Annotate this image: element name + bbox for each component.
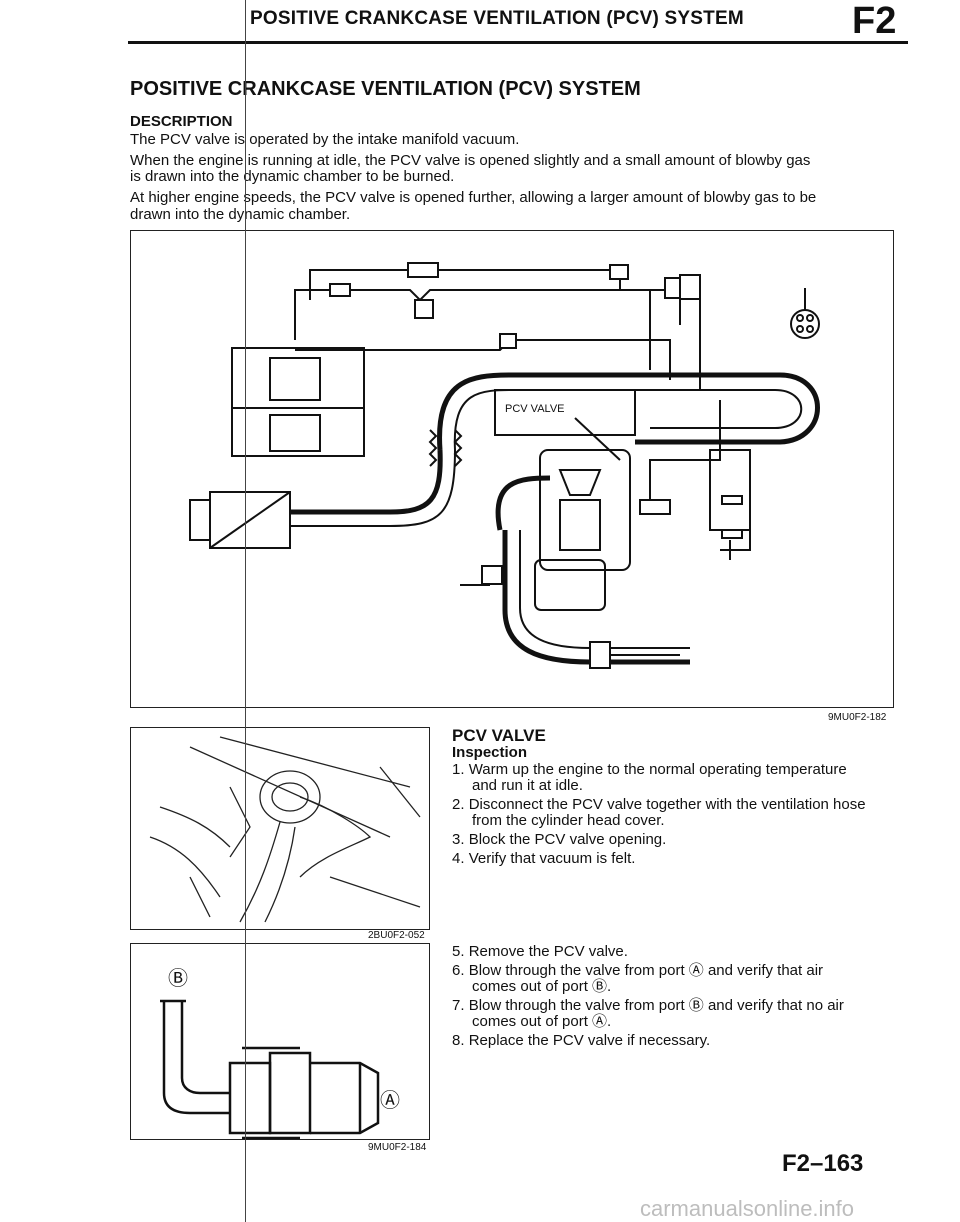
photo-figure-code: 2BU0F2-052: [368, 930, 425, 941]
description-line-4: At higher engine speeds, the PCV valve i…: [130, 189, 817, 206]
inspection-steps-1: 1. Warm up the engine to the normal oper…: [452, 762, 912, 867]
page-number: F2–163: [782, 1150, 864, 1177]
step-7-cont: comes out of port Ⓐ.: [472, 1013, 612, 1030]
running-header-title: POSITIVE CRANKCASE VENTILATION (PCV) SYS…: [250, 8, 744, 29]
port-a-label: Ⓐ: [380, 1088, 400, 1112]
valve-figure-code: 9MU0F2-184: [368, 1142, 427, 1153]
description-line-2: When the engine is running at idle, the …: [130, 152, 811, 169]
step-6-cont: comes out of port Ⓑ.: [472, 978, 612, 995]
step-1: 1. Warm up the engine to the normal oper…: [452, 761, 847, 778]
valve-diagram-frame: [130, 943, 430, 1140]
step-2: 2. Disconnect the PCV valve together wit…: [452, 796, 866, 813]
step-5: 5. Remove the PCV valve.: [452, 943, 628, 960]
running-header-code: F2: [852, 0, 897, 42]
system-figure-code: 9MU0F2-182: [828, 712, 887, 723]
inspection-heading: Inspection: [452, 744, 528, 761]
description-line-3: is drawn into the dynamic chamber to be …: [130, 168, 455, 185]
watermark: carmanualsonline.info: [640, 1196, 855, 1221]
system-diagram-frame: [130, 230, 894, 708]
step-4: 4. Verify that vacuum is felt.: [452, 850, 636, 867]
step-6: 6. Blow through the valve from port Ⓐ an…: [452, 962, 824, 979]
step-8: 8. Replace the PCV valve if necessary.: [452, 1032, 711, 1049]
header-rule: [128, 41, 908, 44]
pcv-valve-heading: PCV VALVE: [452, 726, 546, 745]
pcv-valve-callout: PCV VALVE: [505, 403, 565, 415]
description-heading: DESCRIPTION: [130, 113, 233, 130]
inspection-steps-2: 5. Remove the PCV valve. 6. Blow through…: [452, 944, 912, 1049]
step-1-cont: and run it at idle.: [472, 777, 583, 794]
description-line-1: The PCV valve is operated by the intake …: [130, 131, 520, 148]
inspection-illustration-frame: [130, 727, 430, 930]
valve-diagram: Ⓑ Ⓐ: [160, 966, 400, 1140]
system-diagram: PCV VALVE: [189, 262, 820, 669]
step-2-cont: from the cylinder head cover.: [472, 812, 665, 829]
port-b-label: Ⓑ: [168, 966, 188, 990]
scan-line: [245, 0, 246, 1222]
inspection-illustration: [149, 736, 421, 923]
step-7: 7. Blow through the valve from port Ⓑ an…: [452, 997, 844, 1014]
description-line-5: drawn into the dynamic chamber.: [130, 206, 351, 223]
step-3: 3. Block the PCV valve opening.: [452, 831, 667, 848]
section-title: POSITIVE CRANKCASE VENTILATION (PCV) SYS…: [130, 78, 641, 100]
